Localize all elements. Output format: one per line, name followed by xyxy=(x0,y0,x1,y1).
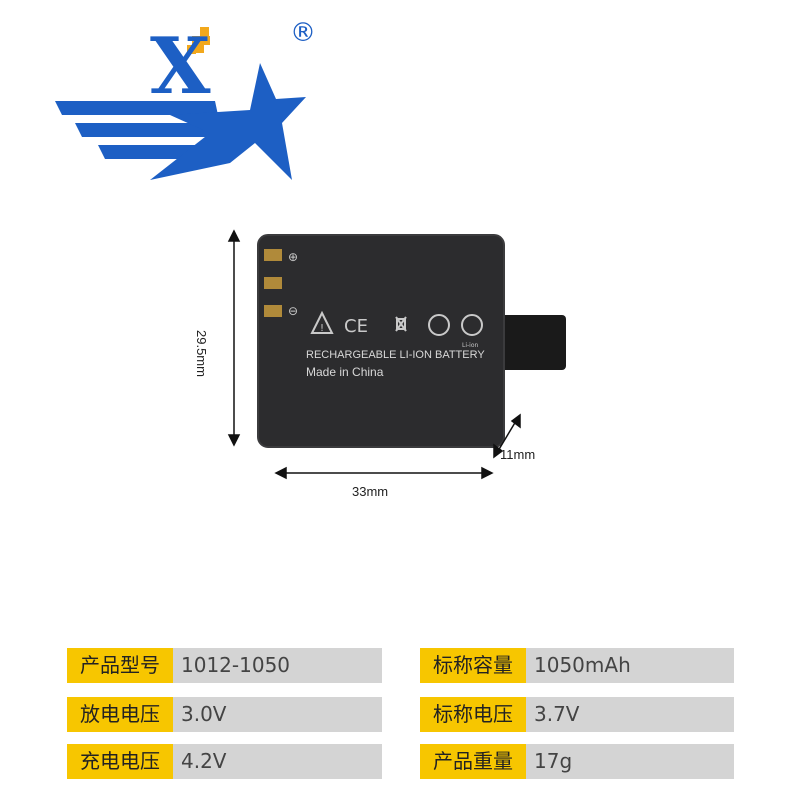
spec-discharge-voltage: 放电电压 3.0V xyxy=(67,697,382,732)
battery-pull-tab xyxy=(490,315,566,370)
spec-key: 产品型号 xyxy=(67,648,173,683)
spec-value: 1050mAh xyxy=(526,648,734,683)
minus-terminal-icon: ⊖ xyxy=(288,304,298,318)
warning-icon xyxy=(310,310,334,334)
spec-value: 1012-1050 xyxy=(173,648,382,683)
logo-letter: X xyxy=(150,21,211,112)
logo-stripes xyxy=(55,101,220,159)
spec-value: 3.0V xyxy=(173,697,382,732)
registered-mark: ® xyxy=(290,18,316,48)
spec-charge-voltage: 充电电压 4.2V xyxy=(67,744,382,779)
logo-pixels xyxy=(187,27,210,54)
spec-nominal-voltage: 标称电压 3.7V xyxy=(420,697,734,732)
ce-mark: CE xyxy=(344,316,368,337)
battery-symbols: ! xyxy=(310,310,483,336)
spec-key: 充电电压 xyxy=(67,744,173,779)
recycle-label: Li-ion xyxy=(462,342,479,349)
spec-key: 放电电压 xyxy=(67,697,173,732)
fire-warning-icon xyxy=(428,314,450,336)
spec-key: 标称容量 xyxy=(420,648,526,683)
battery-body xyxy=(258,235,504,447)
brand-logo: X xyxy=(55,21,306,180)
spec-key: 标称电压 xyxy=(420,697,526,732)
spec-capacity: 标称容量 1050mAh xyxy=(420,648,734,683)
svg-text:!: ! xyxy=(320,323,324,334)
spec-key: 产品重量 xyxy=(420,744,526,779)
spec-value: 3.7V xyxy=(526,697,734,732)
battery-illustration: ⊕ ⊖ ! CE Li-ion RECHARGEABLE LI-ION BATT… xyxy=(227,229,566,480)
battery-terminals xyxy=(264,249,282,317)
height-dimension-label: 29.5mm xyxy=(194,330,209,377)
dimension-arrows xyxy=(227,229,521,480)
spec-value: 4.2V xyxy=(173,744,382,779)
spec-weight: 产品重量 17g xyxy=(420,744,734,779)
spec-value: 17g xyxy=(526,744,734,779)
plus-terminal-icon: ⊕ xyxy=(288,250,298,264)
width-dimension-label: 33mm xyxy=(352,484,389,499)
spec-model: 产品型号 1012-1050 xyxy=(67,648,382,683)
recycle-icon xyxy=(461,314,483,336)
depth-dimension-label: 11mm xyxy=(500,447,536,462)
battery-label-line2: Made in China xyxy=(306,365,384,379)
battery-label-line1: RECHARGEABLE LI-ION BATTERY xyxy=(306,349,485,361)
logo-star xyxy=(150,63,306,180)
